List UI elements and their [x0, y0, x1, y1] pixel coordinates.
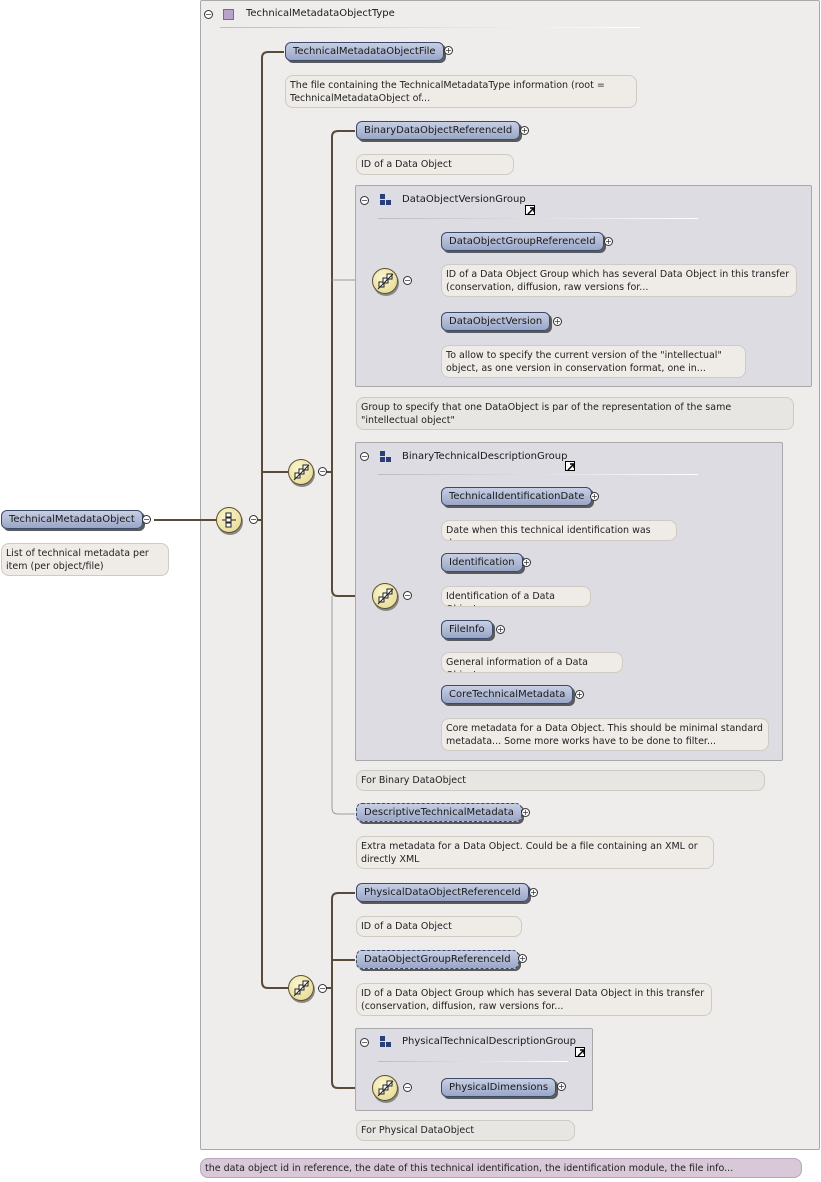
- physical-dimensions-node[interactable]: PhysicalDimensions: [441, 1078, 557, 1097]
- physical-desc-divider: [378, 1061, 568, 1062]
- version-node[interactable]: DataObjectVersion: [441, 312, 551, 331]
- binary-ref-node[interactable]: BinaryDataObjectReferenceId: [356, 121, 521, 140]
- type-title-divider: [220, 27, 640, 28]
- binary-ref-doc: ID of a Data Object: [356, 154, 514, 175]
- group-icon: [380, 1036, 392, 1048]
- type-doc: the data object id in reference, the dat…: [200, 1158, 802, 1178]
- file-doc: The file containing the TechnicalMetadat…: [285, 75, 637, 108]
- version-group-divider: [378, 218, 698, 219]
- identification-doc: Identification of a Data Object: [441, 586, 591, 607]
- version-choice-icon[interactable]: [372, 268, 398, 294]
- fileinfo-node[interactable]: FileInfo: [441, 620, 493, 639]
- group-ref-doc: ID of a Data Object Group which has seve…: [441, 264, 797, 297]
- core-tech-doc: Core metadata for a Data Object. This sh…: [441, 718, 769, 751]
- root-collapse-icon[interactable]: −: [142, 515, 151, 524]
- main-sequence-collapse-icon[interactable]: −: [249, 515, 258, 524]
- physical-desc-title: PhysicalTechnicalDescriptionGroup: [402, 1036, 576, 1047]
- version-expand-icon[interactable]: +: [553, 317, 562, 326]
- arrow-link-icon[interactable]: [565, 461, 575, 471]
- identification-expand-icon[interactable]: +: [522, 558, 531, 567]
- file-element-node[interactable]: TechnicalMetadataObjectFile: [285, 42, 444, 61]
- tech-id-date-expand-icon[interactable]: +: [590, 492, 599, 501]
- physical-ref-node[interactable]: PhysicalDataObjectReferenceId: [356, 883, 529, 902]
- physical-group-ref-node[interactable]: DataObjectGroupReferenceId: [356, 950, 519, 969]
- main-sequence-icon[interactable]: [216, 507, 242, 533]
- choice-collapse-icon[interactable]: −: [318, 467, 327, 476]
- physical-desc-group-box: [355, 1028, 593, 1111]
- physical-group-ref-expand-icon[interactable]: +: [518, 954, 527, 963]
- physical-ref-doc: ID of a Data Object: [356, 916, 522, 937]
- descriptive-expand-icon[interactable]: +: [521, 808, 530, 817]
- core-tech-expand-icon[interactable]: +: [575, 690, 584, 699]
- binary-desc-divider: [378, 474, 698, 475]
- descriptive-doc: Extra metadata for a Data Object. Could …: [356, 836, 714, 869]
- tech-id-date-node[interactable]: TechnicalIdentificationDate: [441, 487, 593, 506]
- binary-desc-seq-collapse-icon[interactable]: −: [403, 591, 412, 600]
- arrow-link-icon[interactable]: [575, 1047, 585, 1057]
- type-collapse-icon[interactable]: −: [204, 10, 213, 19]
- arrow-link-icon[interactable]: [525, 205, 535, 215]
- binary-desc-doc: For Binary DataObject: [356, 770, 765, 791]
- version-choice-collapse-icon[interactable]: −: [403, 276, 412, 285]
- group-ref-expand-icon[interactable]: +: [604, 237, 613, 246]
- binary-ref-expand-icon[interactable]: +: [520, 126, 529, 135]
- group-ref-node[interactable]: DataObjectGroupReferenceId: [441, 232, 604, 251]
- physical-desc-seq-collapse-icon[interactable]: −: [403, 1083, 412, 1092]
- root-doc: List of technical metadata per item (per…: [1, 543, 169, 576]
- physical-ref-expand-icon[interactable]: +: [529, 888, 538, 897]
- complex-type-icon: [223, 9, 234, 20]
- physical-choice-collapse-icon[interactable]: −: [318, 984, 327, 993]
- file-expand-icon[interactable]: +: [444, 46, 453, 55]
- descriptive-node[interactable]: DescriptiveTechnicalMetadata: [356, 803, 522, 822]
- root-element-node[interactable]: TechnicalMetadataObject: [1, 510, 143, 529]
- core-tech-node[interactable]: CoreTechnicalMetadata: [441, 685, 574, 704]
- version-group-collapse-icon[interactable]: −: [360, 196, 369, 205]
- type-title: TechnicalMetadataObjectType: [246, 8, 395, 19]
- version-group-doc: Group to specify that one DataObject is …: [356, 397, 794, 430]
- binary-desc-sequence-icon[interactable]: [372, 583, 398, 609]
- physical-group-ref-doc: ID of a Data Object Group which has seve…: [356, 983, 712, 1016]
- choice-compositor-icon[interactable]: [288, 459, 314, 485]
- fileinfo-doc: General information of a Data Object: [441, 652, 623, 673]
- physical-desc-doc: For Physical DataObject: [356, 1120, 575, 1141]
- identification-node[interactable]: Identification: [441, 553, 523, 572]
- tech-id-date-doc: Date when this technical identification …: [441, 520, 677, 541]
- binary-desc-title: BinaryTechnicalDescriptionGroup: [402, 451, 568, 462]
- physical-dimensions-expand-icon[interactable]: +: [557, 1082, 566, 1091]
- physical-desc-sequence-icon[interactable]: [372, 1075, 398, 1101]
- binary-desc-collapse-icon[interactable]: −: [360, 452, 369, 461]
- physical-desc-collapse-icon[interactable]: −: [360, 1038, 369, 1047]
- version-group-title: DataObjectVersionGroup: [402, 194, 526, 205]
- group-icon: [380, 194, 392, 206]
- fileinfo-expand-icon[interactable]: +: [496, 625, 505, 634]
- physical-choice-icon[interactable]: [288, 975, 314, 1001]
- group-icon: [380, 451, 392, 463]
- version-doc: To allow to specify the current version …: [441, 345, 746, 378]
